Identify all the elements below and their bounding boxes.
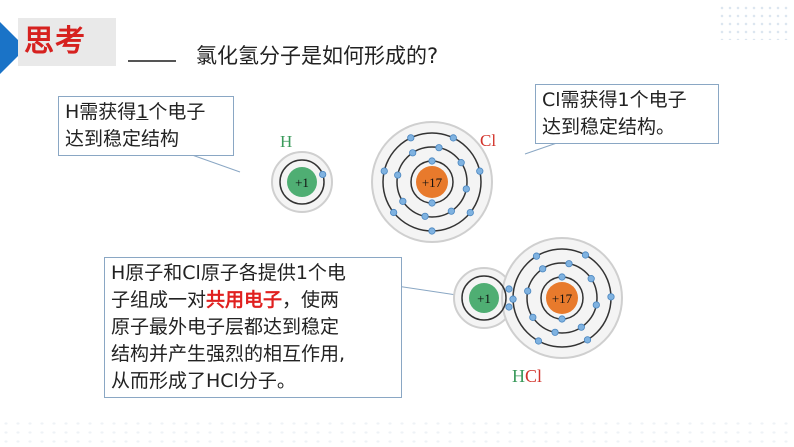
h-nucleus-label: +1: [295, 175, 309, 190]
cl-electron-shell-3: [380, 167, 388, 175]
h-electron-shell: [279, 159, 325, 205]
hcl-cl-electron-shell-2: [529, 313, 537, 321]
cl-atom: +17: [371, 121, 493, 243]
hcl-cl-electron-shell-2: [592, 301, 600, 309]
title-divider: [128, 60, 176, 62]
cl-electron-shell-3: [466, 208, 474, 217]
h-callout: H需获得1个电子 达到稳定结构: [58, 96, 234, 156]
h-callout-text-1b: 个电子: [148, 101, 206, 123]
h-electron: [319, 170, 327, 179]
hcl-cl-electron-shell-2: [539, 265, 547, 273]
cl-electron-shell-2: [394, 171, 402, 179]
hcl-cl-electron-shell-1: [558, 315, 566, 323]
title-background: [18, 18, 116, 66]
cl-electron-shell-2: [399, 197, 407, 205]
cl-electron-shell-2: [457, 159, 465, 167]
section-title: 思考: [24, 24, 86, 59]
hcl-cl-electron-shell-3: [534, 337, 543, 345]
cl-electron-shell-3: [476, 167, 484, 175]
hcl-cl-electron-shell-1: [558, 273, 566, 281]
hcl-callout-text-3: 原子最外电子层都达到稳定: [111, 316, 340, 338]
cl-shell-2: [396, 146, 468, 218]
h-atom-label: H: [280, 132, 292, 151]
cl-nucleus: [416, 166, 448, 198]
hcl-cl-electron-shell-2: [551, 328, 559, 336]
cl-electron-shell-3: [407, 134, 415, 142]
question-text: 氯化氢分子是如何形成的?: [196, 44, 439, 68]
cl-nucleus-label: +17: [422, 175, 443, 190]
cl-electron-shell-3: [449, 134, 457, 142]
cl-electron-shell-1: [428, 157, 436, 165]
cl-atom-label: Cl: [480, 131, 496, 150]
hcl-cl-electron-shell-2: [577, 323, 585, 331]
shared-electron: [505, 285, 513, 293]
cl-electron-shell-2: [462, 185, 470, 193]
hcl-cl-electron-shell-3: [583, 336, 592, 344]
hcl-callout-text-2b: ，使两: [282, 289, 340, 311]
hcl-cl-electron-shell-2: [524, 287, 532, 295]
hcl-cl-electron-shell-3: [581, 251, 590, 259]
cl-electron-shell-2: [409, 149, 417, 157]
hcl-cl-electron-shell-2: [565, 260, 573, 268]
hcl-callout: H原子和Cl原子各提供1个电 子组成一对共用电子，使两 原子最外电子层都达到稳定…: [104, 257, 402, 398]
hcl-cl-nucleus: [546, 282, 578, 314]
hcl-callout-text-4: 结构并产生强烈的相互作用,: [111, 343, 346, 365]
hcl-molecule-label: HCl: [512, 366, 542, 386]
cl-electron-shell-2: [435, 144, 443, 152]
cl-electron-shell-3: [428, 227, 436, 235]
h-nucleus: [287, 167, 317, 197]
hcl-callout-text-2a: 子组成一对: [111, 289, 207, 311]
hcl-callout-text-5: 从而形成了HCl分子。: [111, 370, 296, 392]
cl-electron-shell-2: [447, 207, 455, 215]
cl-callout: Cl需获得1个电子 达到稳定结构。: [535, 84, 719, 144]
h-atom: +1: [271, 151, 333, 213]
cl-electron-shell-3: [390, 208, 398, 217]
hcl-cl-electron-shell-3: [509, 295, 517, 303]
hcl-cl-nucleus-label: +17: [552, 291, 573, 306]
dot-pattern-decoration: [718, 4, 788, 40]
hcl-h-shell: [461, 275, 507, 321]
hcl-h-nucleus-label: +1: [477, 291, 491, 306]
h-callout-number: 1: [136, 101, 149, 123]
cl-electron-shell-1: [428, 199, 436, 207]
hcl-cl-electron-shell-3: [607, 293, 615, 301]
h-callout-text-2: 达到稳定结构: [65, 128, 180, 150]
cl-callout-text-2: 达到稳定结构。: [542, 116, 676, 138]
shared-electrons-highlight: 共用电子: [206, 289, 283, 311]
cl-callout-text-1: Cl需获得1个电子: [542, 89, 687, 111]
hcl-cl-shell-2: [526, 262, 598, 334]
bottom-dot-pattern: [0, 419, 794, 447]
hcl-cl-electron-shell-3: [532, 252, 541, 260]
h-callout-text-1a: H需获得: [65, 101, 137, 123]
hcl-molecule: +17 +1: [453, 237, 623, 359]
hcl-callout-text-1: H原子和Cl原子各提供1个电: [111, 262, 346, 284]
hcl-h-nucleus: [469, 283, 499, 313]
cl-electron-shell-2: [421, 212, 429, 220]
hcl-cl-electron-shell-2: [587, 275, 595, 283]
shared-electron: [505, 303, 513, 311]
